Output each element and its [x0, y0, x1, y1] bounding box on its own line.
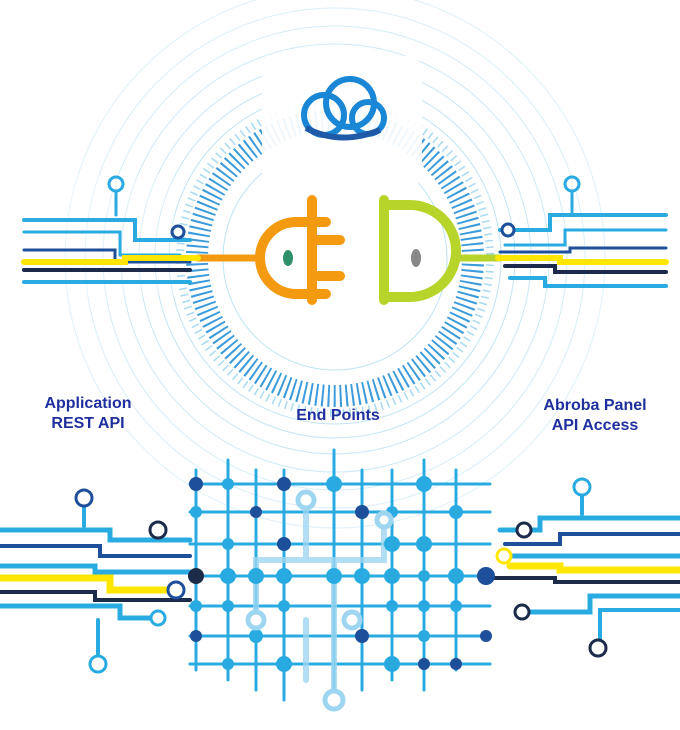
abroba-panel-api-label: Abroba Panel API Access: [520, 396, 670, 436]
endpoint-grid-network: [188, 448, 495, 712]
upper-left-circuit: [21, 175, 201, 295]
application-rest-api-label: Application REST API: [28, 394, 148, 434]
application-label-line2: REST API: [51, 415, 125, 432]
panel-label-line1: Abroba Panel: [543, 397, 647, 414]
end-points-label: End Points: [296, 407, 380, 424]
plug-icon: [379, 195, 504, 305]
panel-label-line2: API Access: [551, 417, 639, 434]
lower-left-circuit: [0, 488, 193, 674]
plug-socket-icon: [194, 195, 345, 305]
upper-right-circuit: [495, 175, 669, 288]
lower-right-circuit: [493, 477, 680, 658]
cloud-logo-icon: [262, 56, 422, 188]
application-label-line1: Application: [44, 395, 132, 412]
